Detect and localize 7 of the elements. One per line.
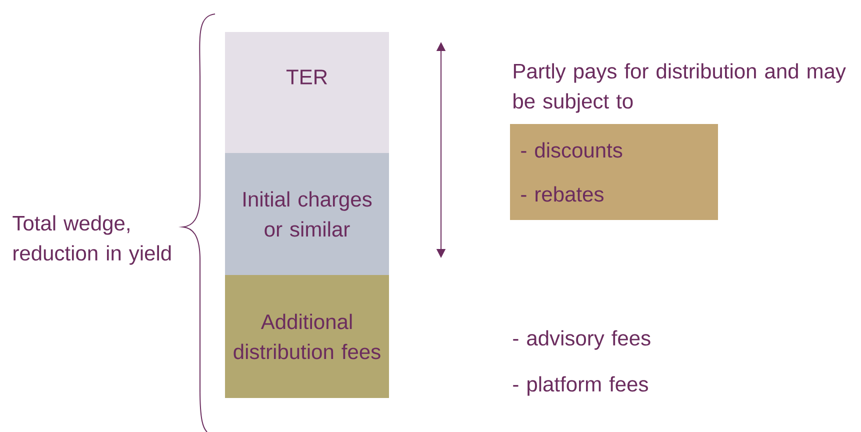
text-label: - advisory fees — [513, 330, 650, 350]
text-label: Total wedge, reduction in yield — [12, 215, 171, 265]
list-box: - discounts - rebates — [510, 124, 718, 220]
stack-segment: Additional distribution fees — [225, 275, 389, 398]
stack-segment: TER — [225, 32, 389, 153]
stack-segment: Initial charges or similar — [225, 153, 389, 275]
text-label: - platform fees — [513, 376, 648, 396]
